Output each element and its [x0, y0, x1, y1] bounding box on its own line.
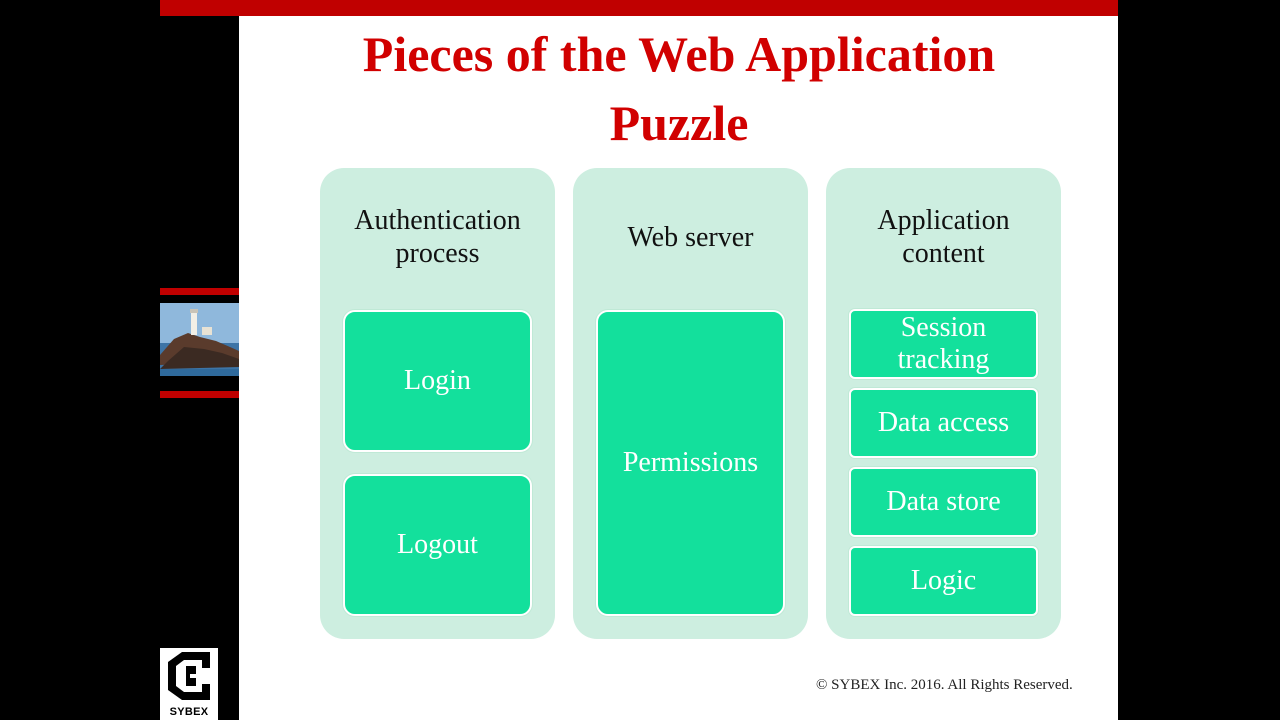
lighthouse-photo: [160, 303, 239, 376]
title-line-2: Puzzle: [609, 95, 749, 151]
column-application-content: Application content Session tracking Dat…: [826, 168, 1061, 639]
box-data-store: Data store: [849, 467, 1038, 537]
red-divider-bottom: [160, 391, 239, 398]
box-logout: Logout: [343, 474, 532, 616]
left-strip: [160, 16, 239, 720]
top-red-bar: [160, 0, 1118, 16]
box-logic: Logic: [849, 546, 1038, 616]
column-authentication-process: Authentication process Login Logout: [320, 168, 555, 639]
copyright-notice: © SYBEX Inc. 2016. All Rights Reserved.: [816, 677, 1073, 693]
box-data-access: Data access: [849, 388, 1038, 458]
box-session-tracking: Session tracking: [849, 309, 1038, 379]
box-login: Login: [343, 310, 532, 452]
sybex-logo: SYBEX: [160, 648, 218, 720]
box-label: Login: [404, 365, 471, 396]
box-label: Session tracking: [898, 312, 990, 376]
box-label-line-1: Session: [900, 312, 987, 343]
heading-line-2: content: [902, 238, 985, 269]
column-web-server: Web server Permissions: [573, 168, 808, 639]
heading-line-1: Authentication: [354, 205, 521, 236]
title-line-1: Pieces of the Web Application: [362, 26, 996, 82]
red-divider-top: [160, 288, 239, 295]
slide-title: Pieces of the Web Application Puzzle: [240, 20, 1118, 158]
box-label: Logic: [910, 565, 977, 596]
slide: SYBEX Pieces of the Web Application Puzz…: [160, 0, 1118, 720]
heading-line-1: Application: [877, 205, 1010, 236]
column-heading: Web server: [627, 222, 754, 253]
logo-text: SYBEX: [169, 706, 209, 718]
column-heading: Application content: [826, 204, 1061, 270]
box-label-line-2: tracking: [897, 344, 990, 375]
box-label: Permissions: [622, 447, 759, 478]
heading-line-2: process: [395, 238, 480, 269]
box-permissions: Permissions: [596, 310, 785, 616]
column-heading: Authentication process: [320, 204, 555, 270]
box-label: Logout: [397, 529, 478, 560]
box-label: Data store: [886, 486, 1001, 517]
box-label: Data access: [877, 407, 1010, 438]
